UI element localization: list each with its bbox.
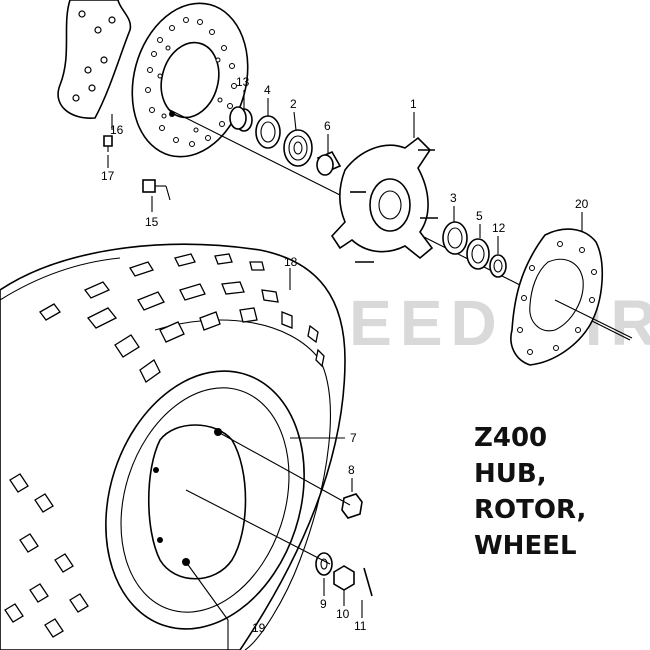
- cotter-pin-11: [363, 567, 373, 597]
- spacer-6: [316, 150, 342, 176]
- callout-16: 16: [110, 123, 124, 137]
- spacer-13: [229, 106, 253, 132]
- callout-18: 18: [284, 255, 298, 269]
- tire-tread: [4, 253, 325, 638]
- seal-5: [466, 238, 490, 270]
- title-line-wheel: WHEEL: [474, 531, 577, 561]
- callout-8: 8: [348, 463, 355, 477]
- callout-5: 5: [476, 209, 483, 223]
- callout-19: 19: [252, 621, 266, 635]
- callout-3: 3: [450, 191, 457, 205]
- wheel-hub: [330, 136, 438, 263]
- callout-13: 13: [236, 75, 250, 89]
- callout-4: 4: [264, 83, 271, 97]
- bearing-3: [442, 221, 468, 255]
- rotor-guard-plate: [57, 0, 132, 119]
- nut-8: [341, 493, 363, 519]
- bolt-17: [103, 135, 113, 152]
- title-line-model: Z400: [474, 423, 548, 453]
- bearing-2: [283, 129, 313, 167]
- callout-labels: 1 2 3 4 5 6 7 8 9 10 11 12 13 15 16 17 1…: [101, 75, 589, 635]
- callout-9: 9: [320, 597, 327, 611]
- seal-4: [255, 115, 281, 149]
- callout-17: 17: [101, 169, 115, 183]
- rotor-guard-20: [510, 228, 604, 366]
- callout-11: 11: [354, 619, 367, 633]
- spacer-12: [489, 254, 507, 278]
- callout-2: 2: [290, 97, 297, 111]
- callout-1: 1: [410, 97, 417, 111]
- bolt-15: [142, 179, 171, 201]
- callout-6: 6: [324, 119, 331, 133]
- castle-nut-10: [333, 565, 355, 591]
- guard-leader: [554, 299, 633, 339]
- callout-20: 20: [575, 197, 589, 211]
- callout-7: 7: [350, 431, 357, 445]
- callout-15: 15: [145, 215, 159, 229]
- title-line-hub: HUB,: [474, 459, 547, 489]
- title-line-rotor: ROTOR,: [474, 495, 587, 525]
- brake-disc: [131, 2, 249, 158]
- diagram-title: Z400 HUB, ROTOR, WHEEL: [474, 420, 586, 564]
- callout-10: 10: [336, 607, 350, 621]
- callout-12: 12: [492, 221, 506, 235]
- leader-lines: [107, 90, 583, 650]
